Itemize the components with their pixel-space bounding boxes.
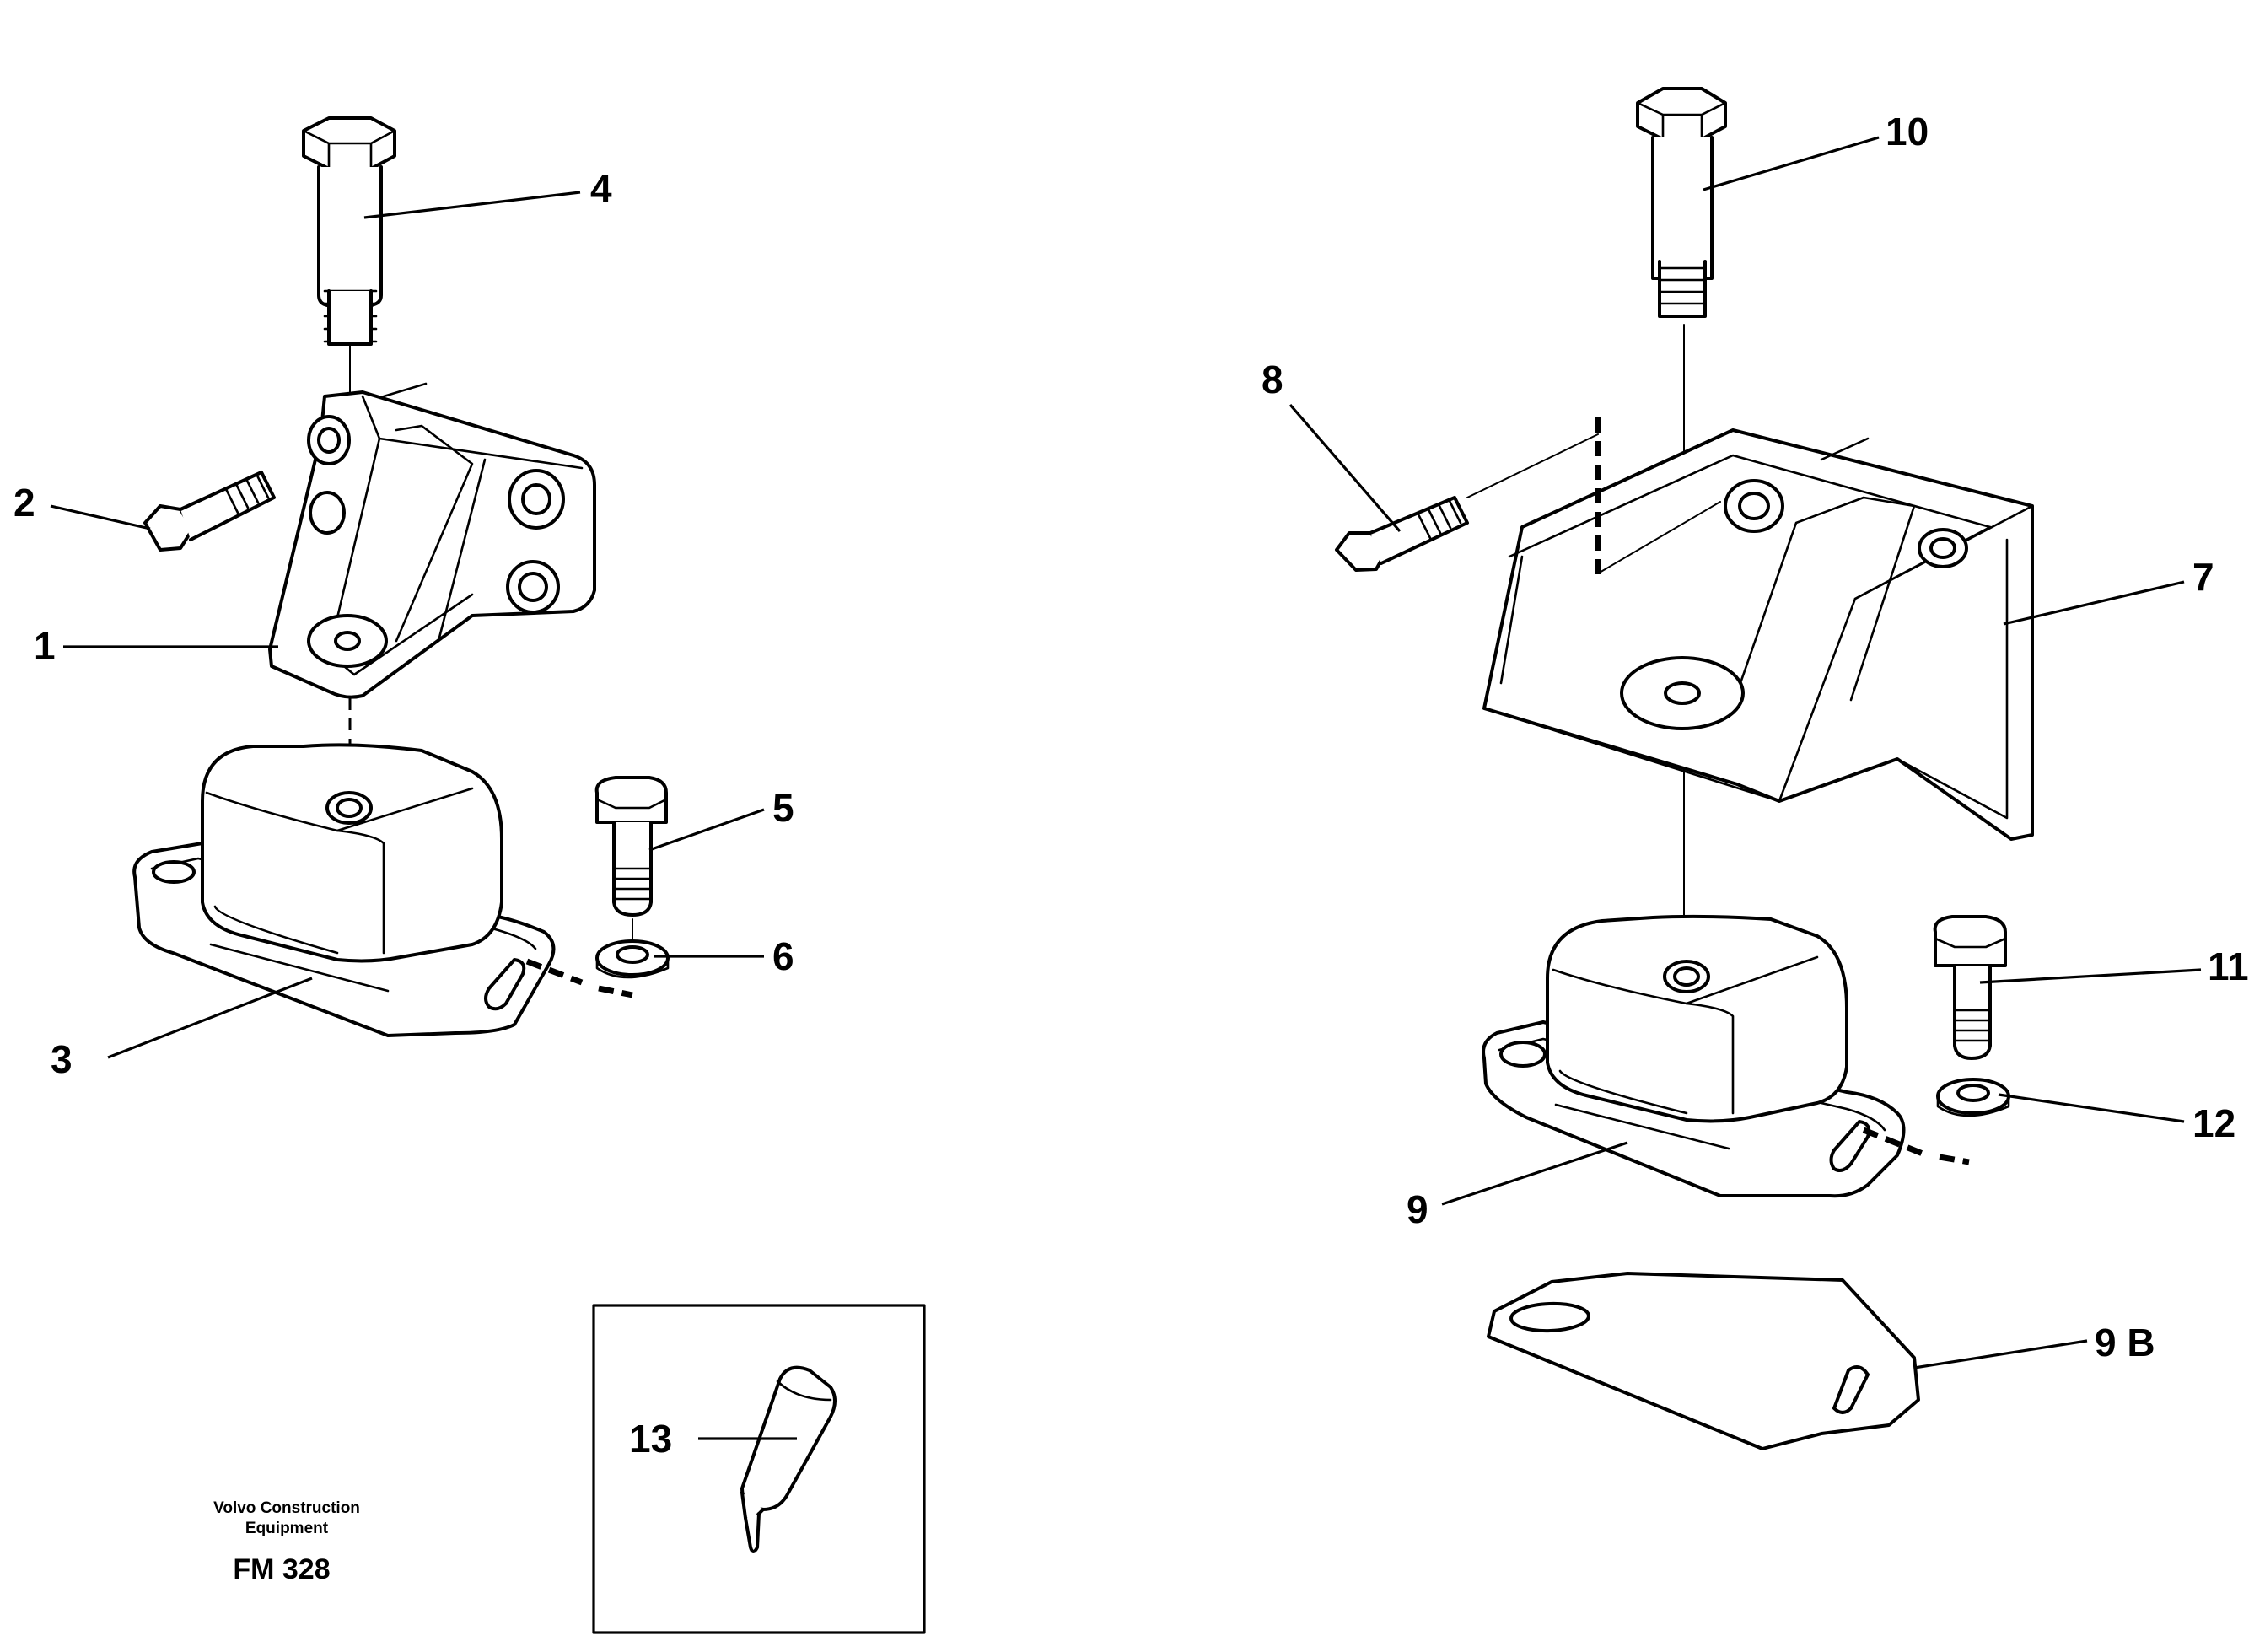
callout-3: 3 — [51, 1037, 73, 1081]
leader-7 — [2003, 580, 2185, 626]
callout-12: 12 — [2192, 1101, 2235, 1145]
plate-9b — [1487, 1272, 1920, 1450]
callout-6: 6 — [772, 934, 794, 978]
bracket-1 — [268, 382, 596, 699]
leader-10 — [1703, 136, 1880, 191]
bolt-2 — [143, 471, 276, 552]
footer: Volvo Construction Equipment FM 328 — [213, 1499, 360, 1585]
bolt-5 — [594, 776, 668, 917]
bolt-8 — [1335, 496, 1469, 572]
bolt-8-axis-b — [1597, 501, 1721, 574]
callout-10: 10 — [1886, 110, 1929, 153]
rubber-mount-9 — [1482, 914, 1906, 1198]
callout-13: 13 — [629, 1417, 672, 1461]
figure-code: FM 328 — [233, 1553, 330, 1585]
callouts: 1 2 3 4 5 6 7 8 9 9 B 10 11 12 13 — [13, 110, 2249, 1461]
callout-9: 9 — [1407, 1187, 1428, 1231]
leader-11 — [1979, 968, 2202, 984]
right-assembly — [1335, 87, 2034, 1450]
washer-6 — [595, 939, 670, 979]
callout-2: 2 — [13, 481, 35, 525]
leader-12 — [1998, 1093, 2185, 1123]
callout-8: 8 — [1262, 358, 1283, 401]
mount-3-hole-dash — [525, 958, 633, 998]
rubber-mount-3 — [132, 743, 556, 1037]
callout-1: 1 — [34, 624, 56, 668]
callout-9b: 9 B — [2095, 1321, 2155, 1364]
callout-7: 7 — [2192, 555, 2214, 599]
left-assembly — [132, 116, 670, 1037]
leader-8 — [1289, 403, 1402, 533]
bolt-11 — [1933, 915, 2007, 1060]
leader-4 — [363, 191, 581, 219]
leader-lines — [50, 136, 2202, 1440]
bolt-8-axis — [1466, 433, 1599, 498]
callout-5: 5 — [772, 786, 794, 830]
footer-company-line1: Volvo Construction — [213, 1499, 360, 1517]
callout-11: 11 — [2208, 944, 2249, 988]
callout-4: 4 — [590, 167, 612, 211]
footer-company-line2: Equipment — [245, 1520, 329, 1537]
washer-12 — [1936, 1078, 2010, 1117]
inset-box — [592, 1304, 926, 1634]
leader-9 — [1441, 1141, 1628, 1206]
leader-5 — [648, 808, 765, 852]
sealant-tube-13 — [740, 1365, 837, 1553]
leader-2 — [50, 504, 151, 530]
bracket-7 — [1482, 428, 2034, 841]
leader-3 — [107, 977, 313, 1059]
bolt-10 — [1636, 87, 1727, 318]
mount-9-hole-dash — [1862, 1127, 1970, 1165]
leader-9b — [1913, 1339, 2088, 1369]
bolt-4 — [302, 116, 396, 346]
